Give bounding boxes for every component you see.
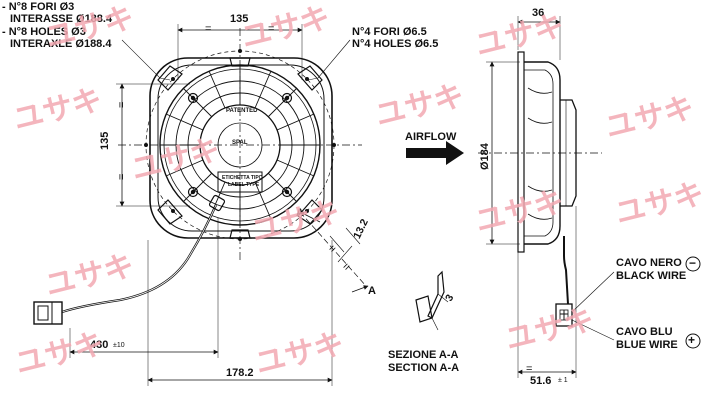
dim-depth-top: 36 bbox=[532, 7, 545, 19]
grille-spokes bbox=[160, 65, 320, 225]
airflow-label: AIRFLOW bbox=[405, 131, 457, 143]
holes-right-line1: N°4 FORI Ø6.5 bbox=[352, 26, 427, 38]
dim-depth-bottom-tolerance: ± 1 bbox=[558, 377, 568, 384]
cable bbox=[61, 204, 218, 314]
holes-left-line3: - N°8 HOLES Ø3 bbox=[2, 26, 86, 38]
label-type-line1: ETICHETTA TIPO bbox=[222, 175, 263, 181]
spal-logo-text: SPAL bbox=[232, 140, 248, 146]
motor-cap bbox=[217, 122, 263, 168]
dim-cable-length: 430 bbox=[90, 339, 109, 351]
dim-height-left: 135 bbox=[99, 131, 111, 150]
front-dimensions bbox=[69, 24, 369, 386]
label-type-line2: LABEL TYPE bbox=[228, 182, 260, 188]
minus-circle bbox=[685, 256, 701, 272]
dim-equal-7: = bbox=[526, 363, 533, 375]
dim-cable-tolerance: ±10 bbox=[113, 342, 125, 349]
small-holes bbox=[144, 49, 336, 241]
holes-left-line1: - N°8 FORI Ø3 bbox=[2, 1, 75, 13]
label-box bbox=[217, 171, 263, 193]
holes-left-line4: INTERAXLE Ø188.4 bbox=[10, 38, 112, 50]
dim-equal-4: = bbox=[116, 173, 128, 180]
dim-equal-3: = bbox=[116, 101, 128, 108]
minus-sign: − bbox=[689, 256, 697, 270]
airflow-arrow bbox=[406, 141, 464, 165]
plus-circle bbox=[685, 333, 701, 349]
side-dimensions bbox=[486, 16, 615, 378]
dim-depth-bottom: 51.6 bbox=[530, 375, 552, 387]
side-view bbox=[478, 51, 602, 327]
section-a-2: A bbox=[368, 285, 376, 297]
black-wire-line2: BLACK WIRE bbox=[616, 270, 687, 282]
dim-overall-width: 178.2 bbox=[226, 367, 254, 379]
cable-gland bbox=[208, 194, 226, 212]
plus-sign: + bbox=[688, 333, 696, 347]
black-wire-line1: CAVO NERO bbox=[616, 257, 682, 269]
dim-diameter: Ø184 bbox=[479, 143, 491, 170]
holes-right-line2: N°4 HOLES Ø6.5 bbox=[352, 38, 439, 50]
dim-equal-1: = bbox=[205, 23, 212, 35]
dim-width-top: 135 bbox=[230, 13, 249, 25]
blue-wire-line1: CAVO BLU bbox=[616, 326, 673, 338]
large-holes bbox=[187, 92, 293, 198]
patented-text: PATENTED bbox=[226, 108, 258, 114]
section-label-en: SECTION A-A bbox=[388, 362, 460, 374]
section-detail bbox=[415, 270, 449, 331]
section-label-it: SEZIONE A-A bbox=[388, 349, 459, 361]
holes-left-line2: INTERASSE Ø188.4 bbox=[10, 13, 113, 25]
front-view bbox=[33, 28, 362, 325]
connector bbox=[33, 301, 63, 325]
section-a-1: A bbox=[296, 207, 304, 219]
dim-equal-2: = bbox=[268, 23, 275, 35]
blue-wire-line2: BLUE WIRE bbox=[616, 339, 678, 351]
